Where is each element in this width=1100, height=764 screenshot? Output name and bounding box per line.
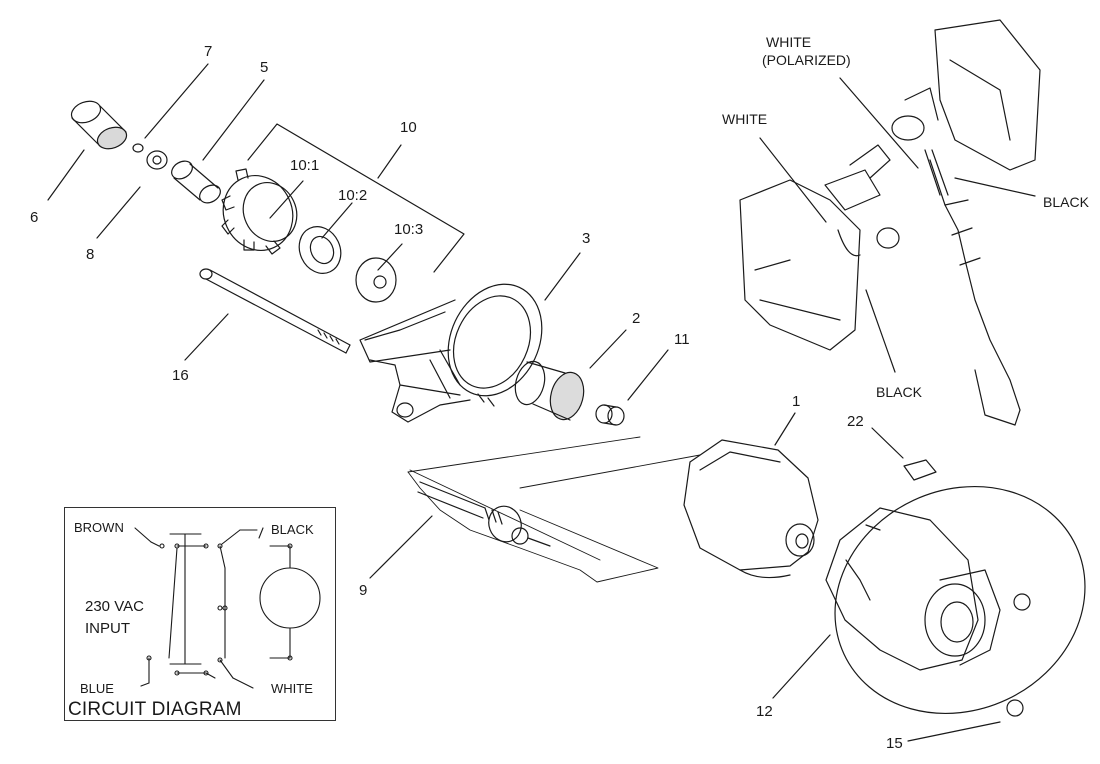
callout-10-3: 10:3 [394, 221, 424, 238]
circuit-label-white: WHITE [271, 681, 313, 696]
circuit-label-black: BLACK [271, 522, 314, 537]
callout-8: 8 [86, 246, 95, 263]
part-10-3-washer [355, 257, 397, 303]
guide-plane [407, 436, 641, 473]
callout-7: 7 [204, 43, 213, 60]
part-12-motor [825, 485, 1086, 715]
callout-10: 10 [400, 119, 417, 136]
callout-10-1: 10:1 [290, 157, 320, 174]
part-7-ring [132, 143, 144, 153]
callout-6: 6 [30, 209, 39, 226]
label-white-polarized-line2: (POLARIZED) [762, 52, 851, 68]
callout-16: 16 [172, 367, 189, 384]
callout-1: 1 [792, 393, 801, 410]
part-5-sleeve [171, 160, 221, 204]
callout-2: 2 [632, 310, 641, 327]
label-white-polarized-line1: WHITE [766, 34, 812, 50]
circuit-schematic [134, 527, 321, 689]
circuit-diagram-box: BROWN BLACK 230 VAC INPUT BLUE WHITE CIR… [64, 507, 336, 721]
circuit-label-input: INPUT [85, 620, 130, 637]
callout-10-2: 10:2 [338, 187, 368, 204]
callout-15: 15 [886, 735, 903, 752]
callout-22: 22 [847, 413, 864, 430]
circuit-label-blue: BLUE [80, 681, 114, 696]
part-16-screw [199, 268, 351, 354]
callout-3: 3 [582, 230, 591, 247]
part-15-nuts [1006, 593, 1031, 717]
label-white: WHITE [722, 111, 768, 127]
part-1-endcap [683, 439, 819, 579]
callout-12: 12 [756, 703, 773, 720]
part-6-bushing [70, 100, 128, 150]
callout-5: 5 [260, 59, 269, 76]
callout-11: 11 [674, 331, 690, 348]
switch-assembly [739, 19, 1041, 426]
part-11-bushing [595, 404, 625, 426]
part-22-connector [903, 459, 937, 481]
circuit-label-brown: BROWN [74, 520, 124, 535]
callout-9: 9 [359, 582, 368, 599]
part-3-housing [359, 283, 543, 423]
part-2-magnet [514, 360, 585, 421]
label-black-lower: BLACK [876, 384, 922, 400]
part-10-2-washer [298, 226, 342, 274]
circuit-label-input-voltage: 230 VAC [85, 598, 144, 615]
part-8-bearing [146, 150, 168, 170]
label-black-right: BLACK [1043, 194, 1089, 210]
part-10-1-gear [221, 168, 298, 255]
part-9-shaft [417, 481, 551, 547]
item-10-bracket [247, 123, 465, 273]
circuit-diagram-title: CIRCUIT DIAGRAM [68, 699, 242, 720]
leader-lines [47, 63, 1036, 742]
